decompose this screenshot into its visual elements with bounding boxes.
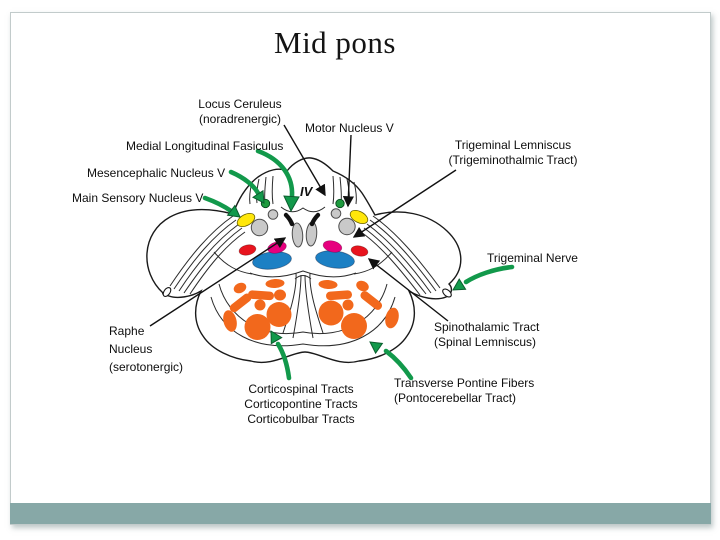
transverse-pontine-green-arrow bbox=[369, 341, 414, 381]
fiber-hatching bbox=[169, 175, 441, 347]
trigeminal-nerve-root-stub bbox=[442, 288, 452, 298]
label-line: Raphe bbox=[109, 324, 145, 338]
label-line: Main Sensory Nucleus V bbox=[72, 191, 204, 205]
label-main-sensory-nucleus: Main Sensory Nucleus V bbox=[72, 191, 203, 206]
mlf-green-arrow bbox=[255, 148, 300, 213]
bottom-accent-bar bbox=[10, 503, 711, 524]
label-line: Medial Longitudinal Fasiculus bbox=[126, 139, 284, 153]
label-trigeminal-nerve: Trigeminal Nerve bbox=[487, 251, 578, 266]
locus-ceruleus-arrow bbox=[283, 124, 326, 197]
black-comma-marks bbox=[283, 212, 321, 227]
motor-nucleus-circle-right bbox=[338, 217, 356, 236]
blue-tract-ovals bbox=[252, 250, 355, 270]
label-line: Transverse Pontine Fibers bbox=[394, 376, 535, 390]
label-spinothalamic-tract: Spinothalamic Tract (Spinal Lemniscus) bbox=[434, 320, 539, 350]
label-line: Corticospinal Tracts bbox=[248, 382, 354, 396]
label-medial-longitudinal-fasiculus: Medial Longitudinal Fasiculus bbox=[126, 139, 283, 154]
green-pointer-arrows bbox=[202, 148, 515, 381]
pons-outline bbox=[146, 157, 462, 364]
label-line: (serotonergic) bbox=[109, 360, 184, 374]
mesencephalic-green-arrow bbox=[228, 169, 265, 204]
trigeminal-lemniscus-arrow bbox=[352, 169, 457, 238]
spinothalamic-ovals bbox=[238, 244, 369, 257]
label-arrows bbox=[149, 124, 457, 327]
label-motor-nucleus: Motor Nucleus V bbox=[305, 121, 394, 136]
label-locus-ceruleus: Locus Ceruleus (noradrenergic) bbox=[185, 97, 295, 127]
motor-nucleus-circle-left bbox=[250, 218, 269, 237]
corticospinal-green-arrow bbox=[270, 330, 292, 381]
label-line: Mesencephalic Nucleus V bbox=[87, 166, 226, 180]
corticospinal-pontine-blobs bbox=[223, 278, 399, 340]
label-mesencephalic-nucleus: Mesencephalic Nucleus V bbox=[87, 166, 225, 181]
trigeminal-nerve-green-arrow bbox=[452, 264, 515, 291]
label-line: (Trigeminothalmic Tract) bbox=[448, 153, 578, 167]
mesencephalic-nucleus-ovals bbox=[236, 210, 369, 227]
label-corticospinal-tracts: Corticospinal Tracts Corticopontine Trac… bbox=[226, 382, 376, 427]
label-trigeminal-lemniscus: Trigeminal Lemniscus (Trigeminothalmic T… bbox=[437, 138, 589, 168]
label-line: (Spinal Lemniscus) bbox=[434, 335, 537, 349]
label-line: Trigeminal Nerve bbox=[487, 251, 578, 265]
label-line: Corticopontine Tracts bbox=[244, 397, 358, 411]
label-line: Motor Nucleus V bbox=[305, 121, 394, 135]
locus-ceruleus-dots bbox=[260, 198, 345, 209]
gray-nuclei bbox=[250, 208, 356, 248]
slide-title: Mid pons bbox=[274, 25, 396, 60]
label-line: Trigeminal Lemniscus bbox=[454, 138, 572, 152]
spinothalamic-arrow bbox=[367, 258, 449, 322]
left-peduncle-cut-end bbox=[162, 287, 172, 297]
fourth-ventricle-label: IV bbox=[300, 184, 314, 199]
label-line: Spinothalamic Tract bbox=[434, 320, 540, 334]
label-transverse-pontine-fibers: Transverse Pontine Fibers (Pontocerebell… bbox=[394, 376, 534, 406]
label-raphe-nucleus: Raphe Nucleus (serotonergic) bbox=[109, 322, 183, 376]
main-sensory-green-arrow bbox=[202, 195, 241, 218]
mlf-ellipse-left bbox=[291, 222, 304, 248]
motor-nucleus-arrow bbox=[342, 134, 355, 208]
label-line: (Pontocerebellar Tract) bbox=[394, 391, 517, 405]
label-line: (noradrenergic) bbox=[198, 112, 282, 126]
label-line: Corticobulbar Tracts bbox=[247, 412, 355, 426]
label-line: Nucleus bbox=[109, 342, 153, 356]
label-line: Locus Ceruleus bbox=[198, 97, 282, 111]
raphe-nucleus-arrow bbox=[149, 237, 287, 327]
